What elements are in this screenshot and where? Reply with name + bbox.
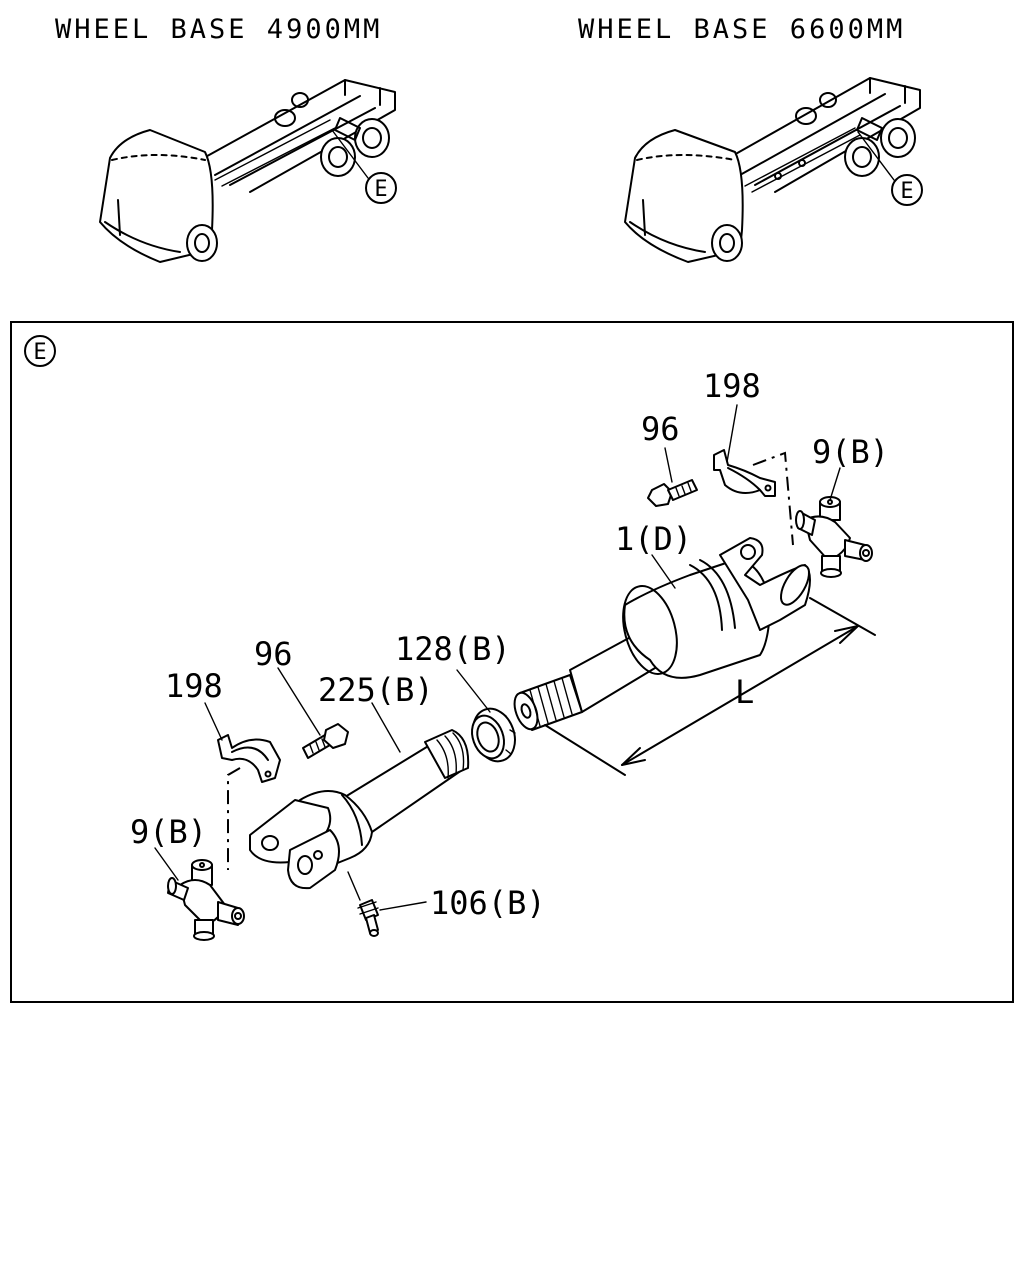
label-106b: 106(B) — [430, 884, 546, 922]
detail-frame — [10, 321, 1014, 1003]
label-198-left: 198 — [165, 667, 223, 705]
detail-callout-letter: E — [33, 340, 46, 365]
truck-overview-right: E — [624, 77, 923, 263]
truck-overview-left: E — [99, 79, 397, 263]
universal-joint-right — [795, 496, 873, 578]
right-overview-callout: E — [900, 179, 913, 204]
universal-joint-left — [167, 859, 245, 941]
clamp-198-top-guide — [752, 451, 794, 546]
label-198-top: 198 — [703, 367, 761, 405]
right-wheelbase-title: WHEEL BASE 6600MM — [578, 14, 905, 45]
bolt-96-top — [647, 479, 698, 507]
label-96-top: 96 — [641, 410, 680, 448]
dimension-l-label: L — [735, 673, 754, 711]
label-128b: 128(B) — [395, 630, 511, 668]
clamp-198-left — [217, 734, 281, 783]
grease-fitting-106b — [357, 899, 379, 937]
label-9b-left: 9(B) — [130, 813, 207, 851]
clamp-198-left-guide — [227, 767, 241, 870]
nut-128b — [471, 707, 516, 763]
label-9b-right: 9(B) — [812, 433, 889, 471]
detail-callout-circle — [24, 335, 56, 367]
sleeve-yoke-225b — [249, 729, 470, 890]
propeller-shaft-1d — [513, 537, 811, 731]
clamp-198-top — [713, 449, 776, 497]
label-225b: 225(B) — [318, 671, 434, 709]
leader-lines — [154, 404, 841, 911]
label-1d: 1(D) — [615, 520, 692, 558]
left-overview-callout: E — [374, 177, 387, 202]
dimension-l — [544, 597, 876, 776]
label-96-left: 96 — [254, 635, 293, 673]
left-wheelbase-title: WHEEL BASE 4900MM — [55, 14, 382, 45]
bolt-96-left — [302, 723, 349, 759]
